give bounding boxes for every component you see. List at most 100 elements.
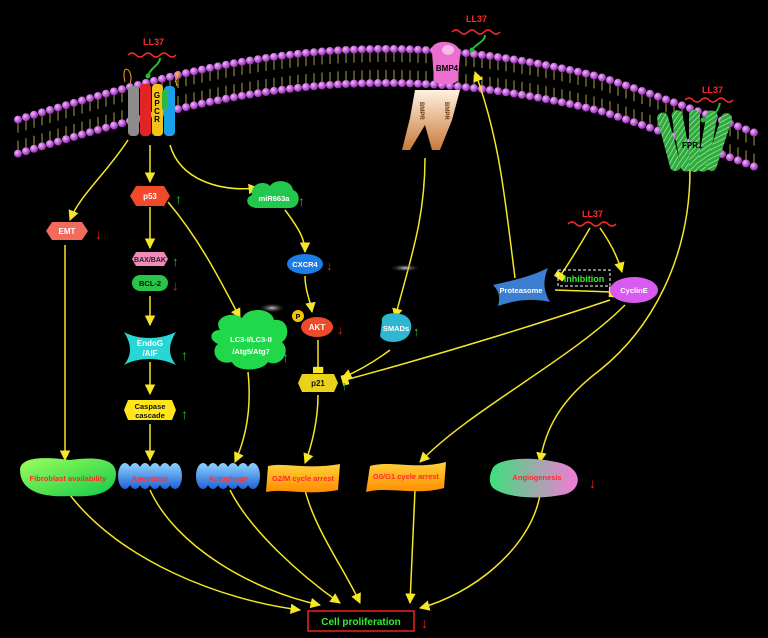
lipid-head (630, 84, 638, 93)
lipid-head (470, 84, 478, 93)
lipid-head (670, 98, 678, 107)
lipid-head (494, 87, 502, 96)
svg-text:G2/M cycle arrest: G2/M cycle arrest (272, 474, 335, 483)
node-emt: EMT ↓ (46, 222, 102, 242)
arrow-ll37-proteasome (553, 227, 591, 282)
node-akt: P AKT ↓ (292, 310, 344, 337)
arrow-gpcr-mir663a (169, 144, 260, 195)
svg-text:Apoptosis: Apoptosis (132, 474, 169, 483)
arrow-gpcr-emt (68, 139, 129, 221)
svg-text:Proteasome: Proteasome (500, 286, 543, 295)
outcome-autophagy: Autophagy (196, 463, 260, 489)
svg-text:SMADs: SMADs (383, 324, 409, 333)
lipid-head (62, 101, 70, 110)
lipid-head (550, 96, 558, 105)
lipid-head (366, 45, 374, 54)
arrow-cycline-g0g1 (419, 304, 626, 463)
lipid-head (462, 83, 470, 92)
lipid-head (158, 74, 166, 83)
lipid-head (342, 79, 350, 88)
lipid-head (102, 89, 110, 98)
lipid-head (454, 82, 462, 91)
lipid-head (526, 92, 534, 101)
arrow-g0g1-prolif (405, 489, 416, 605)
lipid-head (662, 95, 670, 104)
bead (138, 463, 152, 489)
lipid-head (742, 125, 750, 134)
arrow-cycline-p21 (340, 299, 611, 386)
lipid-head (414, 79, 422, 88)
membrane-lipid-heads (14, 45, 758, 171)
up-arrow: ↑ (181, 347, 188, 363)
lipid-head (46, 139, 54, 148)
lipid-head (342, 45, 350, 54)
lipid-head (566, 66, 574, 75)
lipid-head (254, 55, 262, 64)
arrow-p53-lc3 (167, 201, 241, 319)
lipid-head (582, 103, 590, 112)
lipid-head (206, 63, 214, 72)
lipid-head (382, 45, 390, 54)
lipid-head (406, 79, 414, 88)
glow-spot (258, 303, 286, 313)
arrow-p21-g2m (303, 394, 319, 464)
lipid-head (598, 73, 606, 82)
lipid-head (286, 84, 294, 93)
lipid-head (422, 80, 430, 89)
lipid-head (206, 97, 214, 106)
svg-text:BCL-2: BCL-2 (139, 279, 161, 288)
bead (246, 463, 260, 489)
lipid-head (150, 76, 158, 85)
lipid-head (46, 105, 54, 114)
lipid-head (590, 71, 598, 80)
svg-text:G0/G1 cycle arrest: G0/G1 cycle arrest (373, 472, 439, 481)
lipid-head (494, 53, 502, 62)
lipid-head (262, 53, 270, 62)
bead (148, 463, 162, 489)
lipid-head (510, 89, 518, 98)
ll37-label: LL37 (466, 14, 487, 24)
lipid-head (190, 67, 198, 76)
lipid-head (326, 80, 334, 89)
lipid-head (534, 93, 542, 102)
arrow-fibroblast-prolif (69, 494, 302, 615)
svg-text:CyclinE: CyclinE (620, 286, 648, 295)
arrow-bmpr-smads (392, 157, 426, 320)
up-arrow: ↑ (298, 193, 305, 209)
lipid-head (174, 104, 182, 113)
lipid-head (118, 119, 126, 128)
svg-text:BAX/BAK: BAX/BAK (134, 257, 166, 264)
lipid-head (526, 58, 534, 67)
lipid-head (678, 101, 686, 110)
node-inhibition: Inhibition (557, 269, 611, 287)
lipid-head (270, 86, 278, 95)
lipid-head (278, 51, 286, 60)
lipid-head (294, 83, 302, 92)
arrow-mir-cxcr4 (284, 209, 311, 254)
lipid-head (222, 60, 230, 69)
lipid-head (734, 122, 742, 131)
lipid-head (582, 69, 590, 78)
phospho-badge: P (296, 314, 301, 321)
lipid-head (374, 79, 382, 88)
lipid-head (230, 93, 238, 102)
arrow-ll37-cycline (599, 227, 625, 274)
lipid-head (118, 85, 126, 94)
lipid-head (38, 108, 46, 117)
lipid-head (182, 69, 190, 78)
svg-text:miR663a: miR663a (259, 194, 291, 203)
lipid-head (646, 89, 654, 98)
lipid-head (214, 62, 222, 71)
lipid-head (750, 128, 758, 137)
lipid-head (334, 80, 342, 89)
bead (226, 463, 240, 489)
lipid-head (102, 123, 110, 132)
lipid-head (558, 64, 566, 73)
arrow-proteasome-cycline (554, 286, 616, 298)
lipid-head (22, 147, 30, 156)
lipid-head (654, 92, 662, 101)
cell-membrane (14, 45, 758, 171)
lipid-head (182, 103, 190, 112)
arrow-lc3-autophagy (234, 371, 250, 463)
